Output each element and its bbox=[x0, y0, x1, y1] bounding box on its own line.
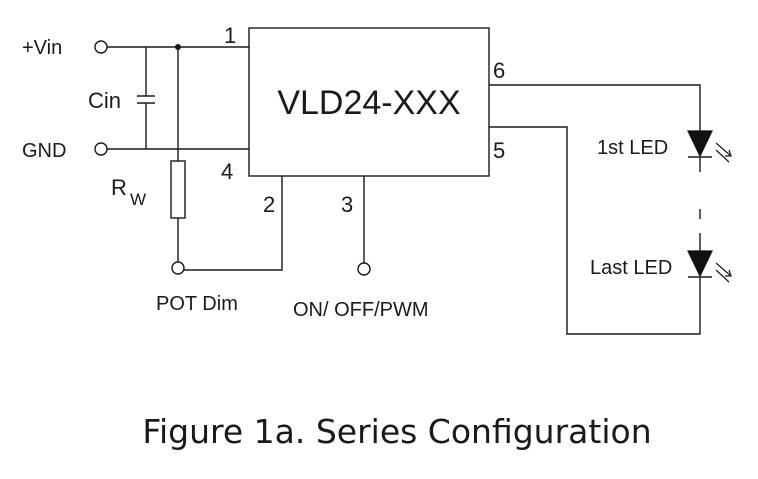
pin5-return-wire bbox=[489, 126, 701, 335]
pin6-wire bbox=[489, 84, 701, 131]
part-number-label: VLD24-XXX bbox=[277, 84, 460, 122]
pin2-wire bbox=[184, 176, 283, 271]
on-off-pwm-terminal bbox=[357, 262, 371, 276]
pin-5-label: 5 bbox=[493, 138, 505, 163]
pot-dim-terminal bbox=[171, 261, 185, 275]
last-led-label: Last LED bbox=[590, 257, 672, 279]
cin-label: Cin bbox=[88, 88, 121, 113]
module-box bbox=[248, 27, 490, 177]
rw-label: R bbox=[111, 175, 127, 200]
on-off-pwm-label: ON/ OFF/PWM bbox=[293, 299, 429, 321]
pin-6-label: 6 bbox=[493, 58, 505, 83]
pin-2-label: 2 bbox=[263, 192, 275, 217]
pot-dim-label: POT Dim bbox=[156, 293, 238, 315]
rw-resistor bbox=[170, 47, 186, 262]
vin-label: +Vin bbox=[22, 37, 62, 59]
rw-subscript: W bbox=[130, 190, 146, 209]
cin-capacitor bbox=[137, 47, 155, 149]
pin-4-label: 4 bbox=[221, 159, 233, 184]
pin-1-label: 1 bbox=[224, 23, 236, 48]
vin-terminal bbox=[94, 40, 108, 54]
first-led-symbol bbox=[687, 130, 732, 163]
figure-caption: Figure 1a. Series Configuration bbox=[142, 412, 651, 451]
first-led-label: 1st LED bbox=[597, 137, 668, 159]
gnd-terminal bbox=[94, 142, 108, 156]
last-led-symbol bbox=[687, 250, 732, 283]
gnd-label: GND bbox=[22, 140, 66, 162]
pin-3-label: 3 bbox=[341, 192, 353, 217]
